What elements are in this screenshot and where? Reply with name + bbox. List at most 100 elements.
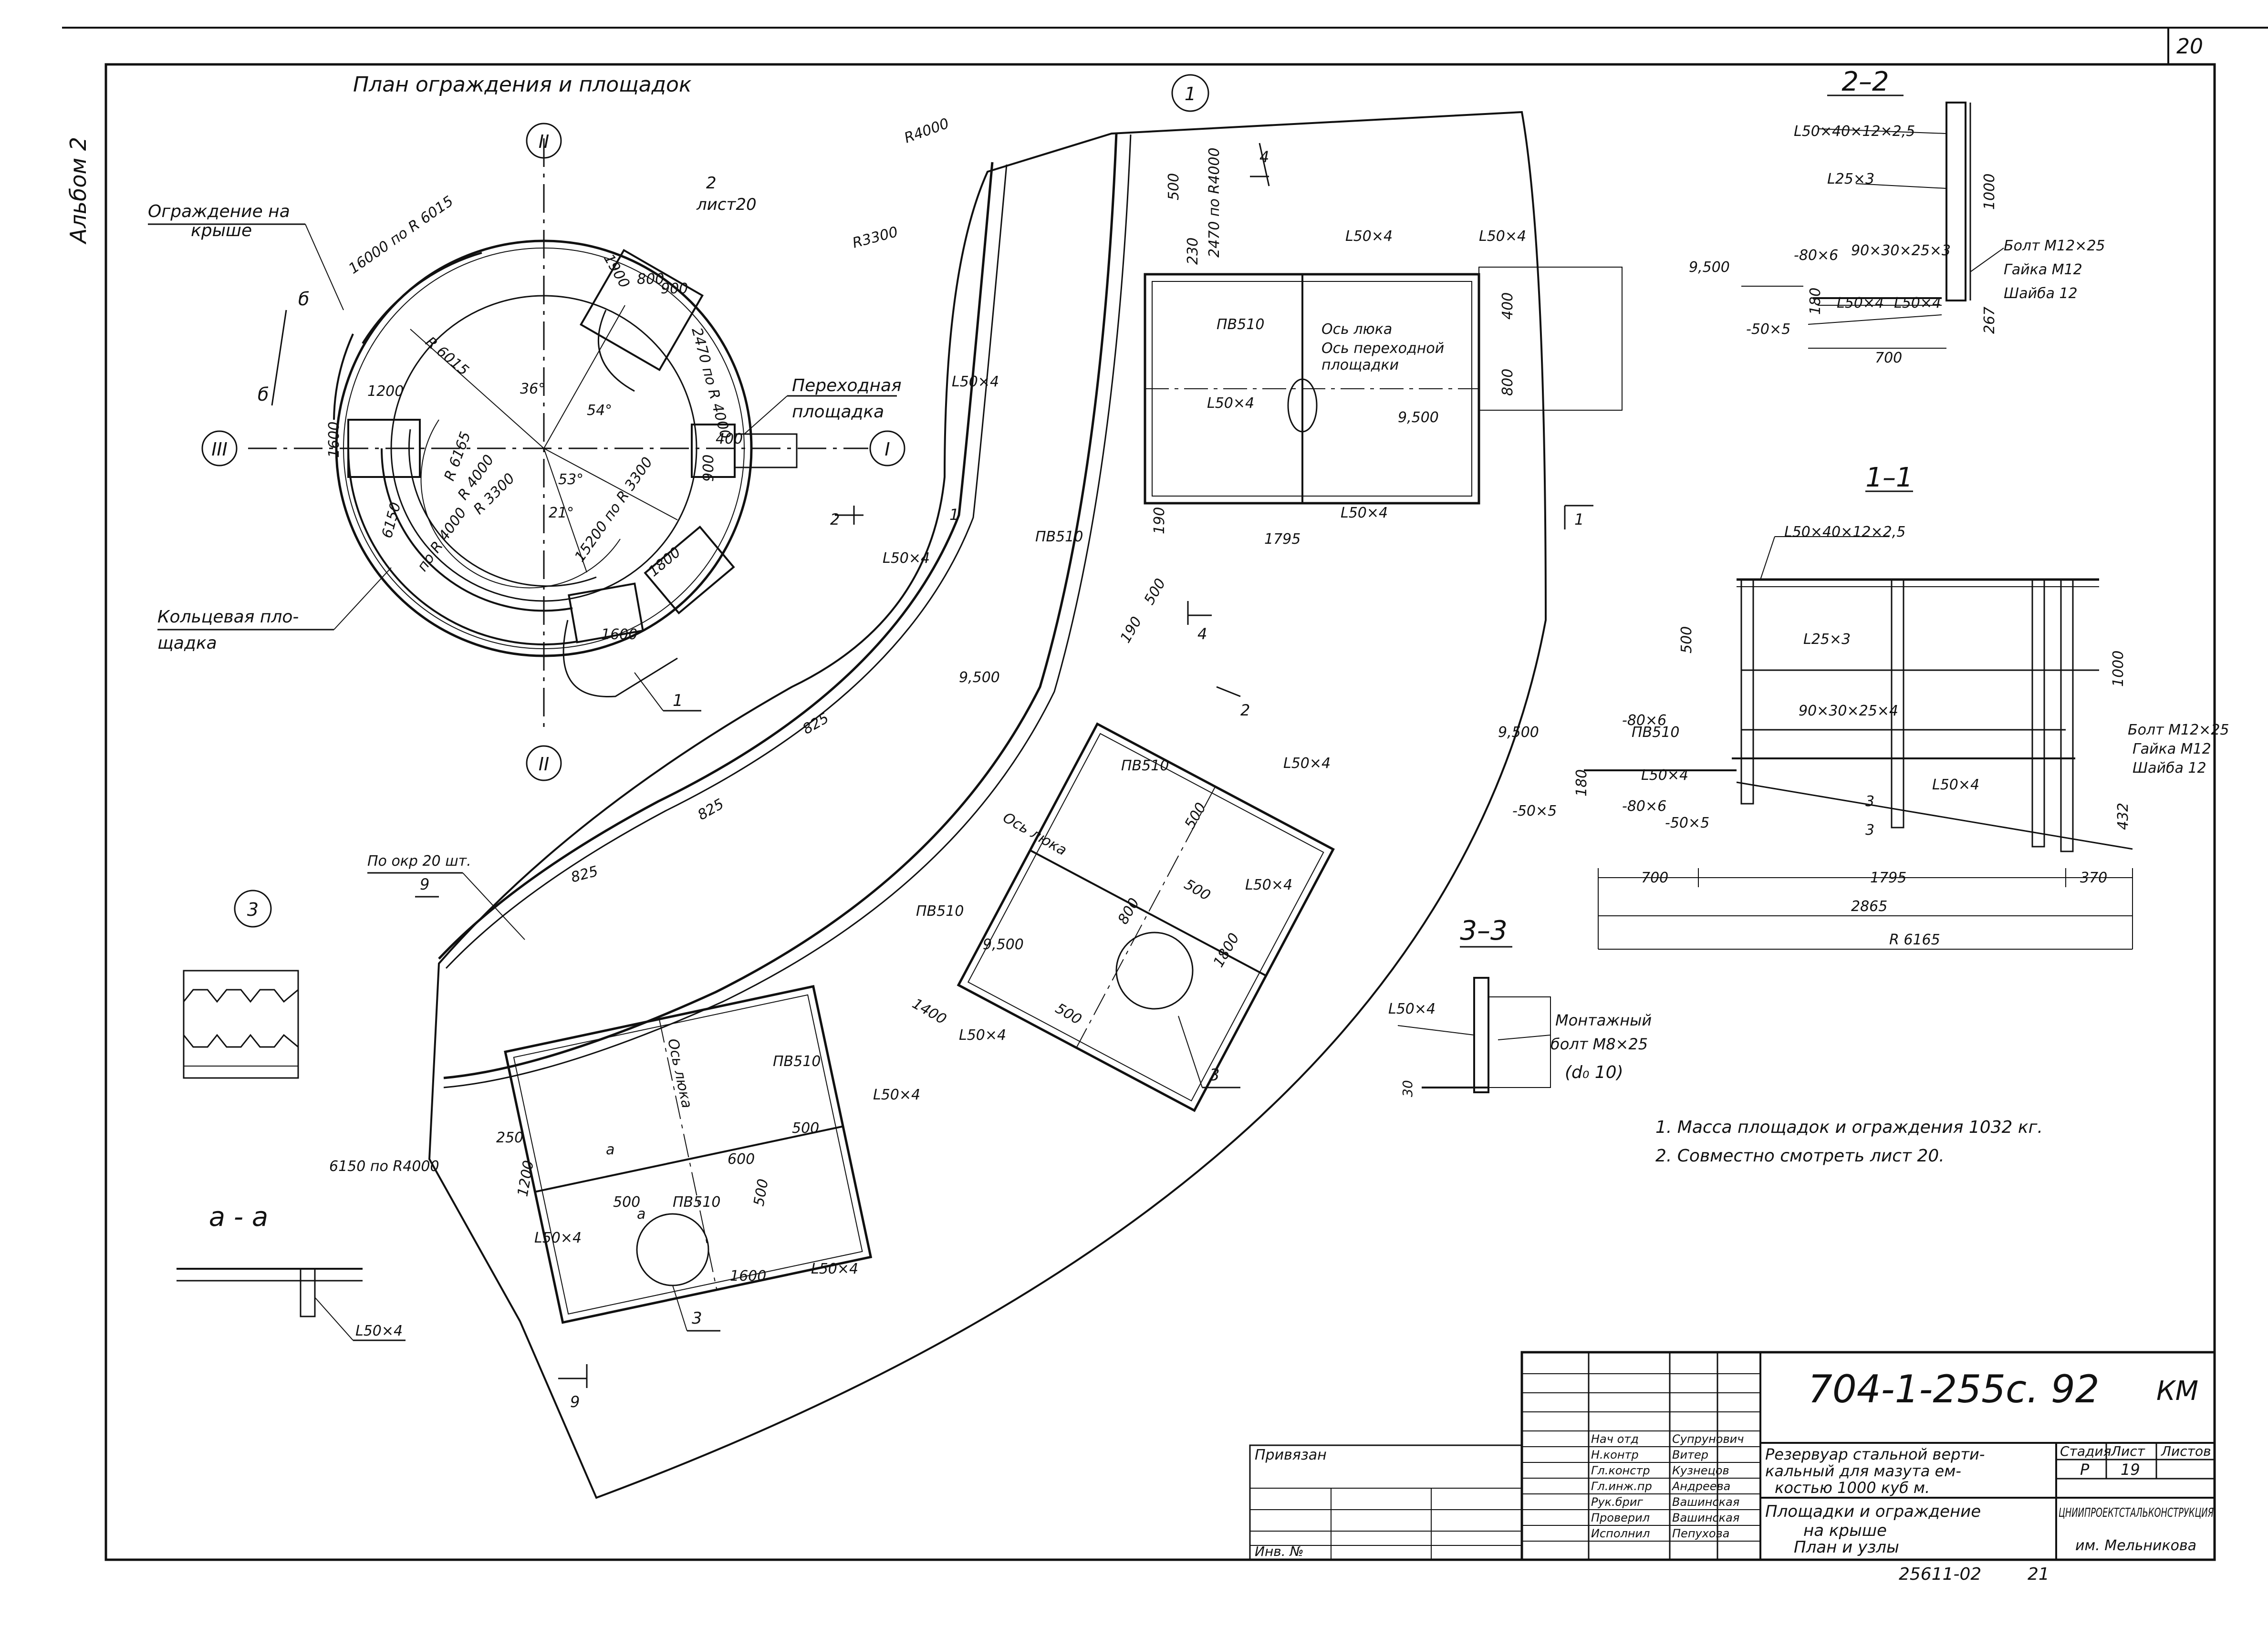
s11-d1795: 1795	[1870, 870, 1906, 886]
s22-nut: Гайка М12	[2004, 261, 2082, 278]
tb-title-2: на крыше	[1803, 1521, 1887, 1540]
s11-bolt: Болт М12×25	[2128, 722, 2229, 738]
lbl-d500h: 500	[750, 1178, 771, 1207]
lbl-r4000: R4000	[902, 115, 951, 146]
lbl-l50a: L50×4	[952, 373, 999, 390]
lbl-d1400: 1400	[909, 995, 949, 1028]
node-3a-label: 3	[1209, 1066, 1220, 1085]
s22-a5: L50×4	[1837, 295, 1884, 311]
lbl-dim190b: 190	[1117, 614, 1145, 646]
axis-left-label: III	[211, 439, 228, 460]
s22-elev: 9,500	[1689, 259, 1730, 276]
lbl-elev1: 9,500	[1398, 409, 1439, 426]
lbl-angle4: L50×4	[1341, 505, 1388, 521]
tb-name: Пепухова	[1672, 1527, 1729, 1540]
s22-d700: 700	[1875, 350, 1902, 366]
dim-d2: R 6015	[422, 333, 472, 379]
tb-names: Супрунович Витер Кузнецов Андреева Вашин…	[1671, 1432, 1744, 1540]
s11-s3b: 3	[1865, 822, 1874, 839]
lbl-g150: 6150 по R4000	[329, 1158, 439, 1175]
dim-d22: 21°	[549, 505, 574, 521]
dim-d14: 900	[700, 455, 717, 482]
tb-role: Гл.инж.пр	[1591, 1480, 1652, 1493]
s11-elev: 9,500	[1498, 724, 1539, 741]
dim-d17: 900	[661, 280, 688, 297]
dim-d1: 16000 по R 6015	[346, 193, 457, 277]
lbl-d825b: 825	[695, 796, 727, 824]
dim-d20: 54°	[587, 402, 612, 419]
lbl-dim1795: 1795	[1264, 531, 1300, 548]
axis-bubbles	[201, 123, 905, 781]
s11-s3: 3	[1865, 793, 1874, 810]
s11-nut: Гайка М12	[2133, 741, 2211, 757]
lbl-dim500a: 500	[1165, 173, 1182, 200]
dim-d13: 400	[716, 431, 743, 447]
s22-bolt: Болт М12×25	[2004, 238, 2105, 254]
title-block	[1249, 1351, 2216, 1561]
dim-d12: 1800	[645, 544, 684, 580]
lbl-d825c: 825	[569, 863, 600, 886]
lbl-pv6: ПВ510	[673, 1194, 720, 1211]
s11-d2865: 2865	[1851, 898, 1887, 915]
dim-d21: 53°	[558, 471, 583, 488]
lbl-dim190a: 190	[1151, 507, 1168, 534]
note-2: 2. Совместно смотреть лист 20.	[1655, 1146, 1945, 1166]
s11-washer: Шайба 12	[2133, 760, 2206, 777]
label-ring-2: щадка	[157, 633, 217, 653]
lbl-axis-hatch-c: Ось люка	[664, 1037, 695, 1109]
lbl-a-mark: а	[606, 1141, 614, 1158]
label-ring-1: Кольцевая пло-	[157, 607, 299, 627]
lbl-elev3: 9,500	[983, 936, 1024, 953]
lbl-axis-hatch-b: Ось люка	[1000, 809, 1070, 859]
s11-a4: -80×6	[1622, 712, 1666, 729]
s11-d180: 180	[1573, 769, 1590, 797]
tb-name: Кузнецов	[1672, 1464, 1729, 1477]
label-sheet-2: лист20	[696, 195, 757, 214]
main-plan-labels: R4000 R3300 500 2470 по R4000 230 L50×4 …	[329, 115, 1526, 1285]
dim-d15: 1900	[600, 251, 633, 291]
lbl-pv1: ПВ510	[1217, 316, 1264, 333]
s22-d180: 180	[1807, 288, 1824, 315]
s11-a1: L50×40×12×2,5	[1784, 524, 1905, 540]
label-transition-1: Переходная	[792, 376, 902, 395]
s11-a10: -50×5	[1665, 815, 1709, 831]
s11-a7: L50×4	[1932, 777, 1979, 793]
lbl-pv2: ПВ510	[1035, 528, 1083, 545]
dim-d8: 6150	[379, 500, 405, 540]
tb-bound: Привязан	[1255, 1447, 1327, 1463]
cut-9b: 9	[570, 1393, 580, 1411]
s11-d432: 432	[2115, 803, 2132, 830]
tb-desc-3: костью 1000 куб м.	[1775, 1479, 1930, 1497]
section-2-2	[1741, 94, 2004, 349]
lbl-d600: 600	[728, 1151, 755, 1168]
section-2-2-labels: L50×40×12×2,5 L25×3 -80×6 90×30×25×3 L50…	[1689, 123, 2105, 366]
s11-d370: 370	[2080, 870, 2107, 886]
tb-role: Нач отд	[1591, 1432, 1639, 1446]
s11-a9: -50×5	[1512, 803, 1557, 819]
s11-d1000: 1000	[2110, 651, 2127, 687]
lbl-dim2470: 2470 по R4000	[1206, 147, 1223, 258]
tb-org-1: ЦНИИПРОЕКТСТАЛЬКОНСТРУКЦИЯ	[2059, 1506, 2214, 1520]
lbl-d250: 250	[496, 1129, 523, 1146]
s22-d1000: 1000	[1981, 174, 1998, 210]
tb-name: Андреева	[1671, 1480, 1730, 1493]
s22-a6: L50×4	[1894, 295, 1941, 311]
axis-bottom-label: II	[539, 754, 549, 775]
section-b-top: б	[298, 289, 309, 310]
tb-role: Н.контр	[1591, 1448, 1639, 1461]
s11-r6165: R 6165	[1889, 932, 1940, 948]
roof-plan	[148, 138, 897, 730]
main-plan	[367, 111, 1623, 1499]
s11-a8: -80×6	[1622, 798, 1666, 815]
lbl-l50c: L50×4	[1283, 755, 1331, 772]
section-2-2-title: 2–2	[1841, 66, 1889, 97]
lbl-pv4: ПВ510	[916, 903, 964, 920]
label-fence-roof-2: крыше	[191, 221, 252, 240]
lbl-d500d: 500	[1181, 876, 1213, 904]
s33-bolt1: Монтажный	[1555, 1011, 1652, 1029]
section-3-3-title: 3–3	[1460, 915, 1507, 946]
s22-a4: 90×30×25×3	[1851, 242, 1951, 259]
tb-org-2: им. Мельникова	[2075, 1537, 2196, 1554]
s11-a6: L50×4	[1641, 767, 1688, 784]
